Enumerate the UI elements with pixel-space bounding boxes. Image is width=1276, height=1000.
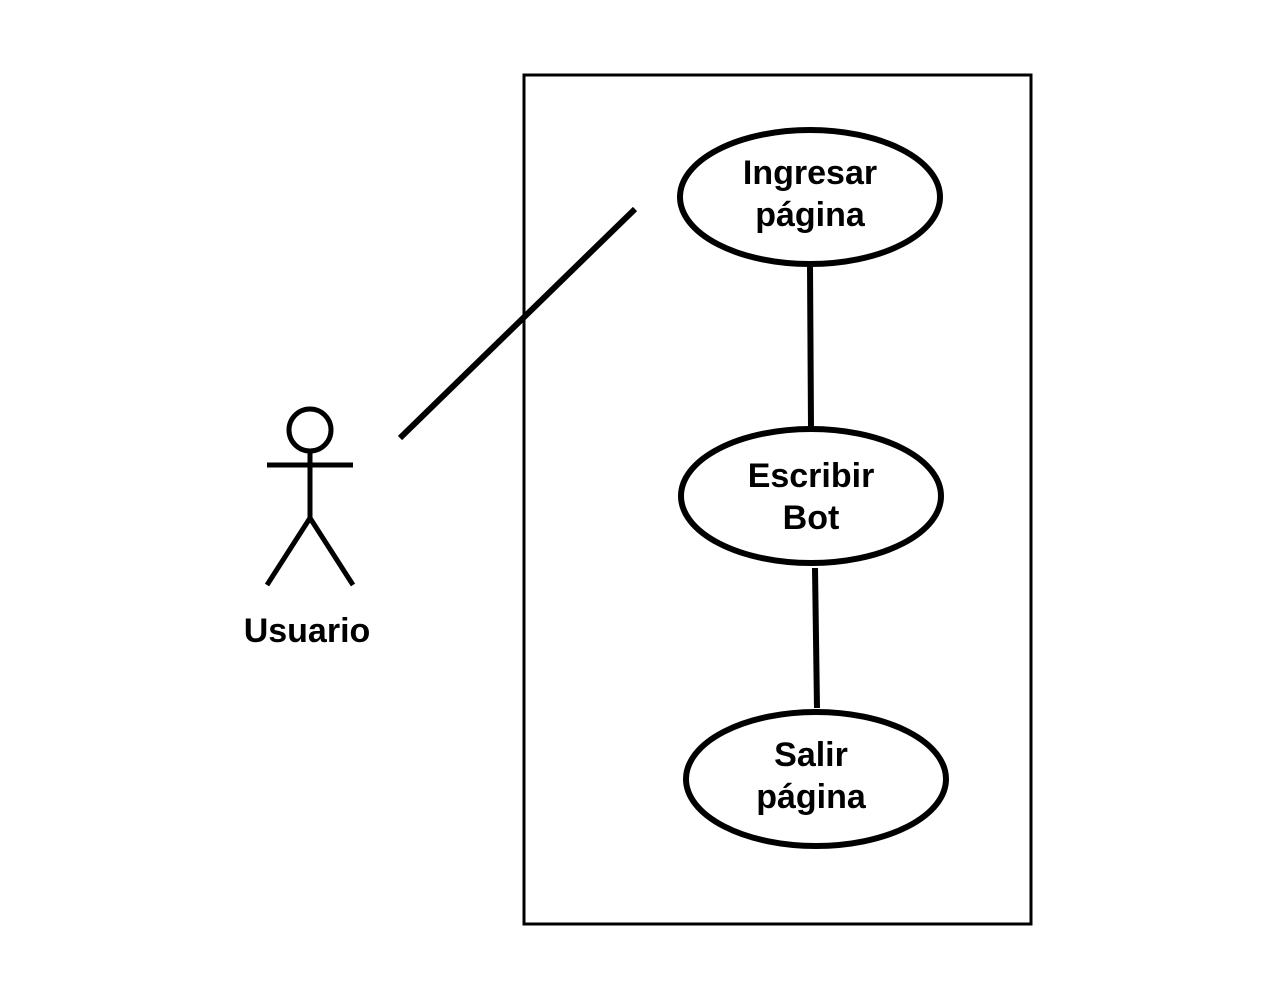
use-case-ingresar-pagina: Ingresar página — [677, 127, 943, 267]
use-case-label-line2: página — [756, 778, 867, 816]
use-case-ellipse — [677, 127, 943, 267]
actor-left-leg — [264, 516, 313, 587]
use-case-label-line2: página — [755, 196, 866, 234]
system-boundary — [522, 73, 1033, 926]
use-case-ellipse — [678, 426, 944, 566]
use-case-label-line1: Escribir — [748, 457, 875, 495]
use-case-salir-pagina: Salir página — [683, 709, 949, 849]
actor-label: Usuario — [244, 612, 371, 650]
connector-ingresar-escribir — [807, 264, 814, 429]
actor-right-leg — [307, 516, 356, 587]
use-case-escribir-bot: Escribir Bot — [678, 426, 944, 566]
use-case-label-line2: Bot — [783, 499, 840, 537]
use-case-ellipse — [683, 709, 949, 849]
actor-stick-figure — [264, 406, 356, 587]
actor-head — [286, 406, 334, 454]
use-case-label-line1: Salir — [774, 736, 848, 774]
use-case-label-line1: Ingresar — [743, 154, 877, 192]
connector-escribir-salir — [812, 567, 820, 709]
association-actor-ingresar — [397, 206, 638, 441]
